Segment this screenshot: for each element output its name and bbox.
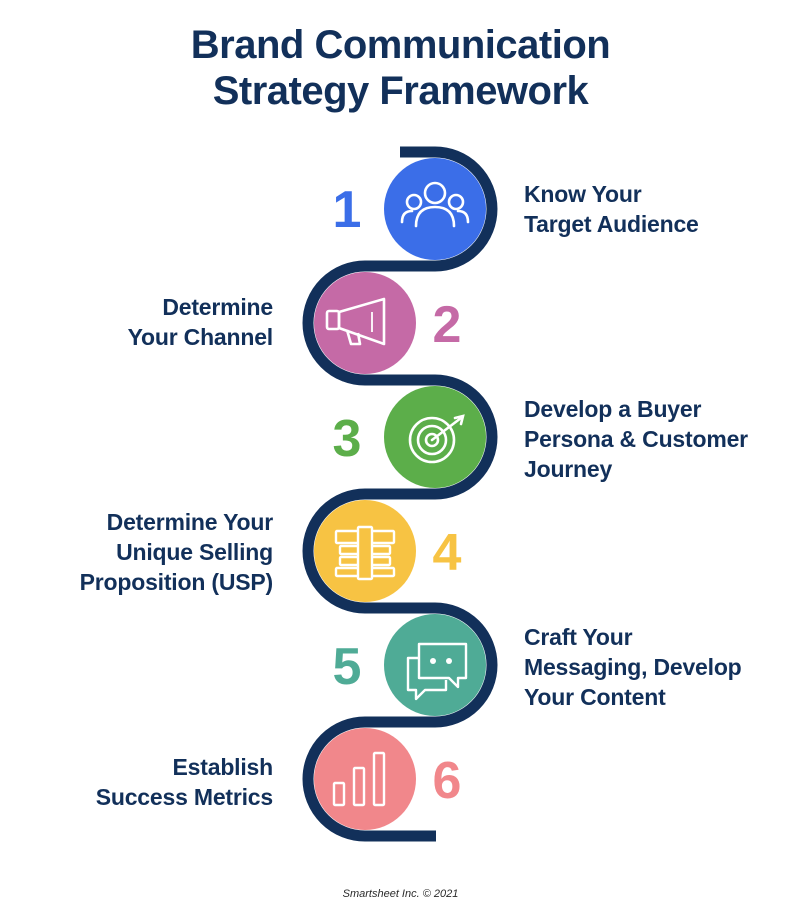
step-6-number: 6	[433, 752, 462, 810]
serpentine-path	[302, 146, 498, 842]
step-5: 5	[333, 614, 486, 716]
title-line-2: Strategy Framework	[212, 69, 589, 113]
step-3-label: Develop a Buyer Persona & Customer Journ…	[524, 396, 748, 482]
money-stack-icon	[334, 525, 396, 581]
step-4: 4	[314, 500, 462, 602]
step-2-circle	[314, 272, 416, 374]
step-4-number: 4	[433, 524, 462, 582]
step-1-label: Know Your Target Audience	[524, 181, 699, 237]
megaphone-icon	[325, 297, 386, 346]
step-1-circle	[384, 158, 486, 260]
step-5-label: Craft Your Messaging, Develop Your Conte…	[524, 624, 742, 710]
audience-icon	[400, 181, 470, 228]
target-icon	[408, 414, 465, 464]
step-6: 6	[314, 728, 461, 830]
step-2: 2	[314, 272, 461, 374]
step-2-number: 2	[433, 296, 462, 354]
footer-credit: Smartsheet Inc. © 2021	[342, 888, 459, 900]
step-5-number: 5	[333, 638, 362, 696]
step-4-label: Determine Your Unique Selling Propositio…	[79, 509, 274, 595]
chat-bubbles-icon	[406, 642, 468, 701]
step-3-number: 3	[333, 410, 362, 468]
step-2-label: Determine Your Channel	[127, 294, 274, 350]
step-1-number: 1	[333, 181, 362, 239]
step-6-label: Establish Success Metrics	[95, 754, 273, 810]
title-line-1: Brand Communication	[190, 23, 611, 67]
step-3: 3	[333, 386, 486, 488]
page-title: Brand Communication Strategy Framework	[0, 22, 801, 114]
step-5-circle	[384, 614, 486, 716]
bar-chart-icon	[332, 751, 386, 807]
step-1: 1	[333, 158, 486, 260]
